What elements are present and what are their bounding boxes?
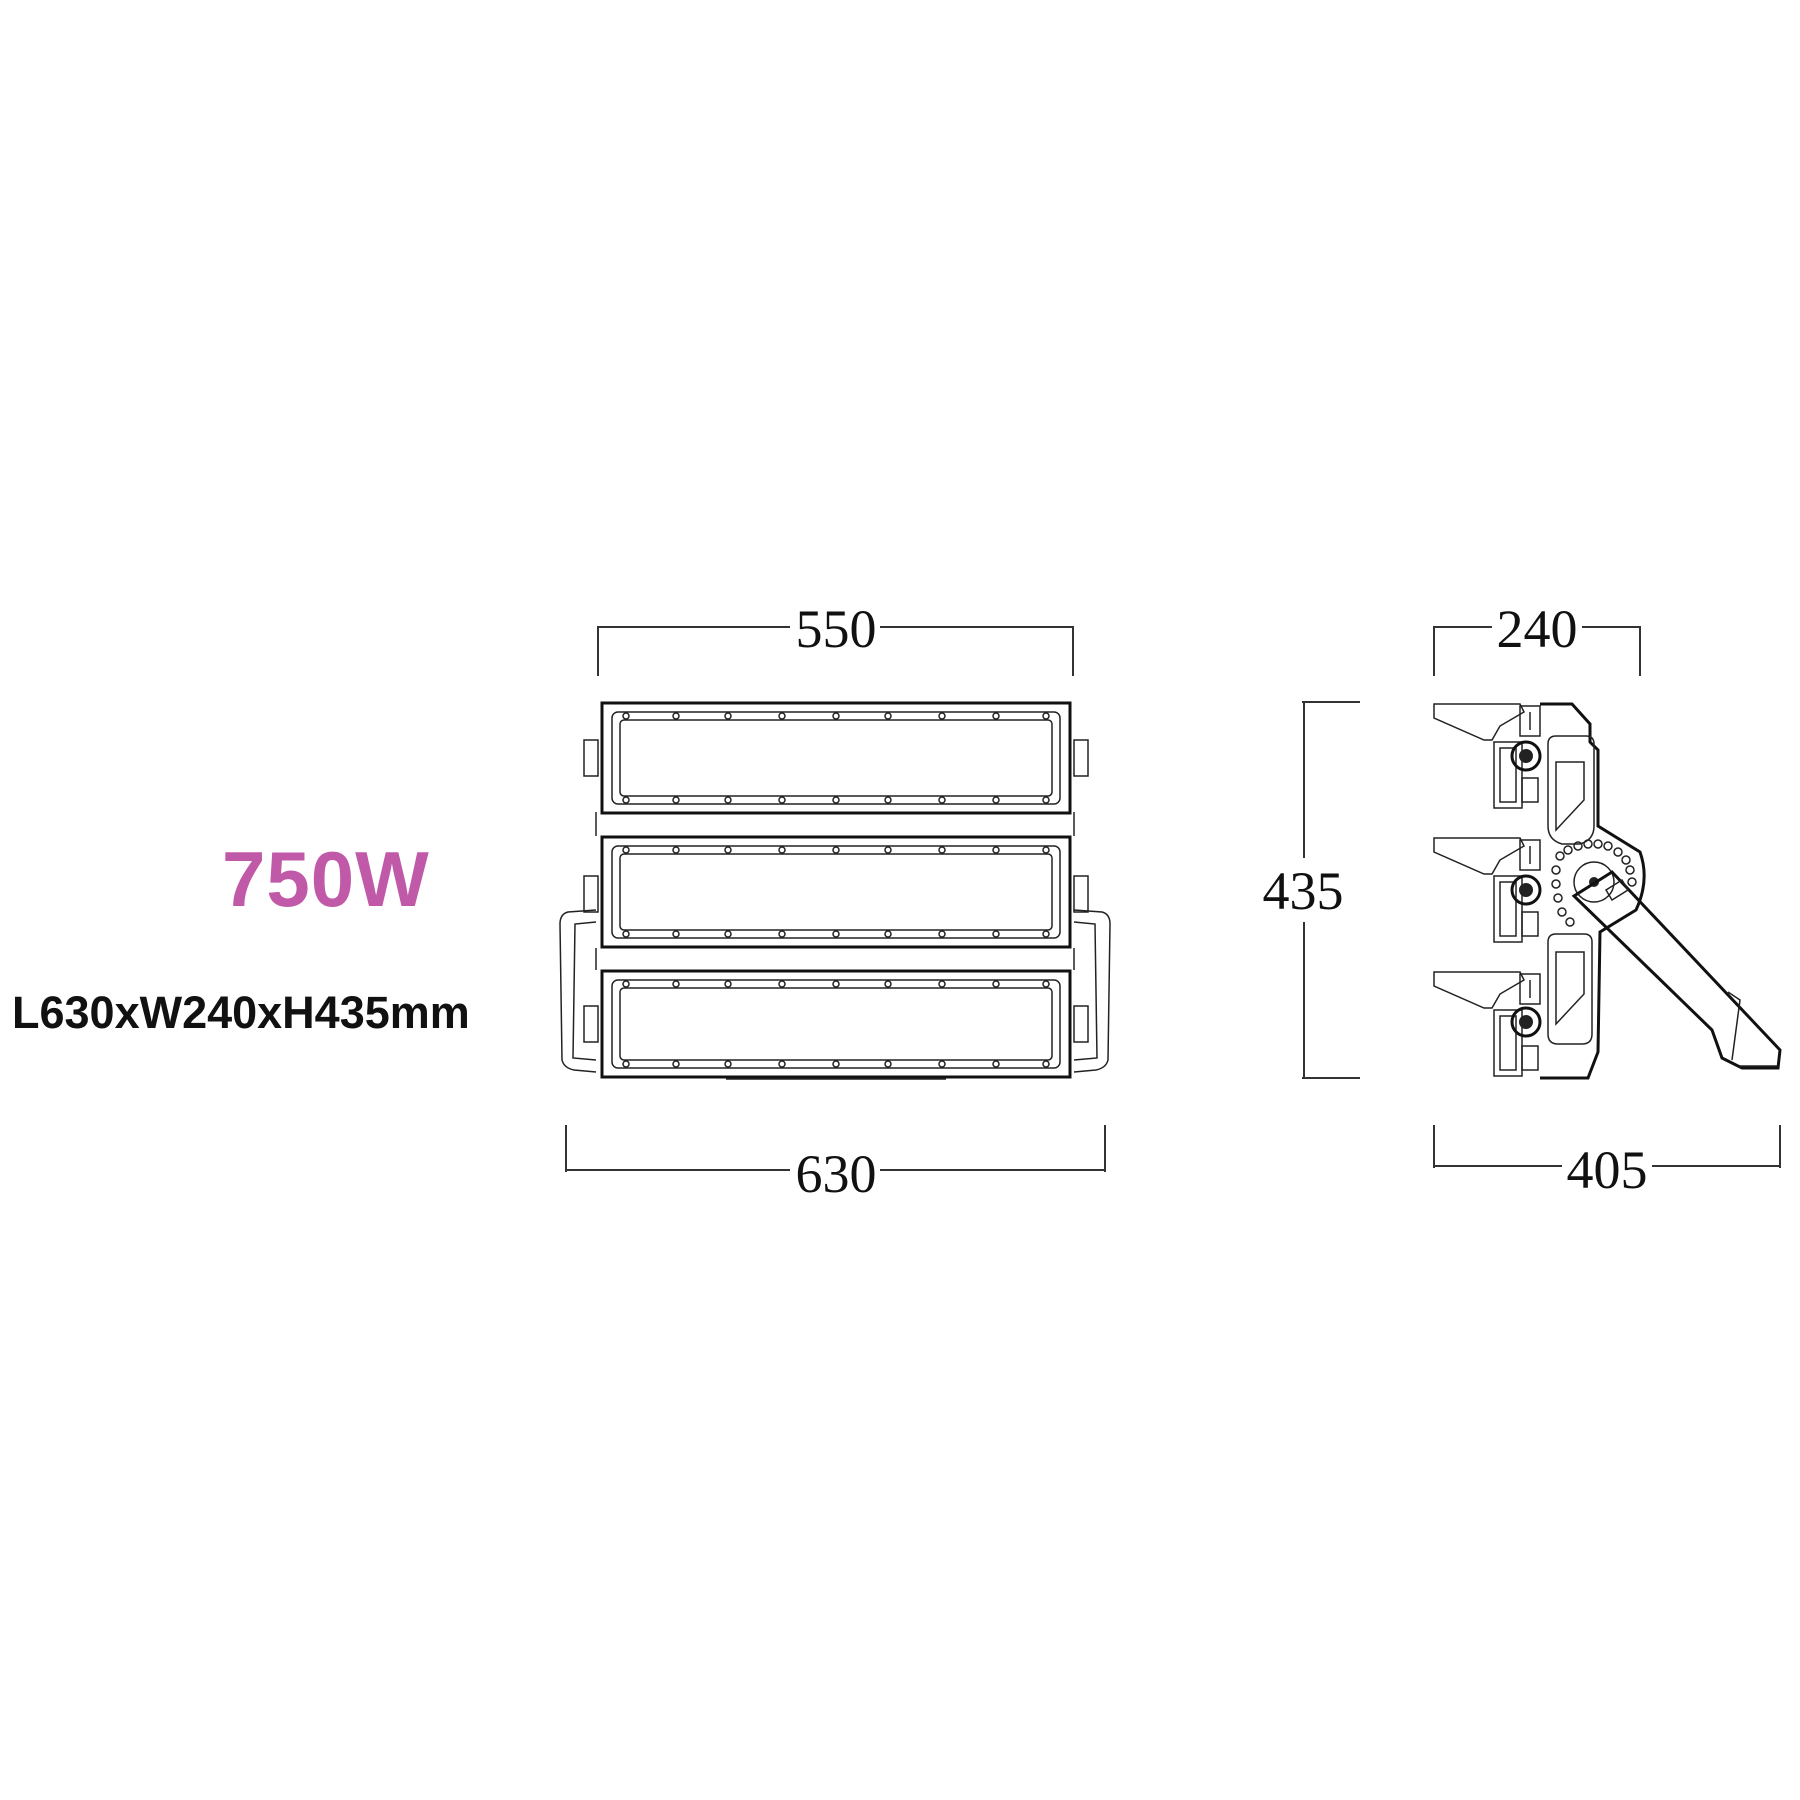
wattage-label: 750W [222,835,430,923]
side-view: 435 240 405 [1255,599,1782,1200]
mounting-arm [1571,870,1782,1070]
dim-240-label: 240 [1497,599,1578,659]
dim-side-top: 240 [1433,599,1641,676]
side-mounting-plate [1540,702,1646,1080]
dim-405-label: 405 [1567,1140,1648,1200]
dim-435-label: 435 [1263,861,1344,921]
side-module-2 [1433,837,1542,943]
dim-front-bottom: 630 [565,1125,1106,1204]
dim-550-label: 550 [796,599,877,659]
led-module-2 [600,835,1072,949]
dim-side-bottom: 405 [1433,1125,1781,1200]
dim-front-top: 550 [597,599,1074,676]
front-view: 550 630 [559,599,1111,1204]
side-module-3 [1433,971,1542,1077]
dim-side-height: 435 [1255,701,1360,1079]
front-bracket-right [1073,739,1111,1073]
led-module-3 [600,969,1072,1080]
dim-630-label: 630 [796,1144,877,1204]
dimensions-label: L630xW240xH435mm [12,987,470,1038]
front-bracket-left [559,739,599,1073]
led-module-1 [600,701,1072,815]
side-module-1 [1433,703,1542,809]
